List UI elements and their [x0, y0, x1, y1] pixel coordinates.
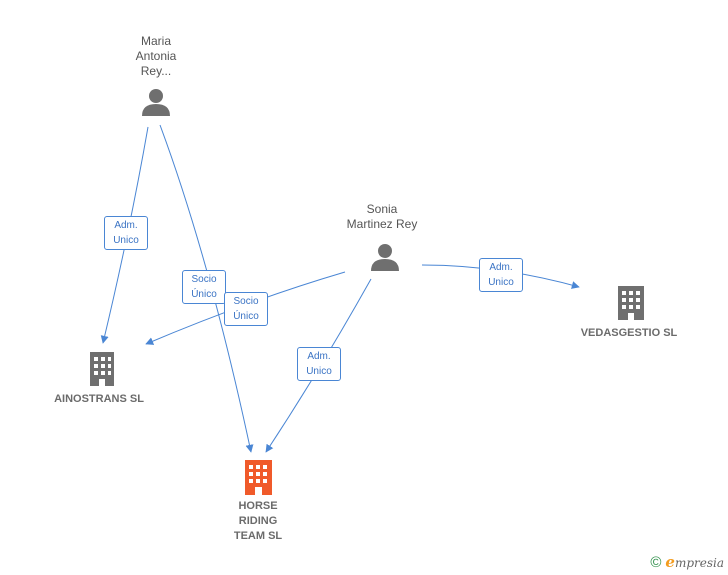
copyright-icon: ©: [650, 553, 662, 571]
edge-label-sonia-ainostrans: Socio Único: [224, 292, 268, 326]
edge-label-maria-horse: Socio Único: [182, 270, 226, 304]
footer-brand: © empresia: [650, 553, 724, 571]
building-icon[interactable]: [618, 286, 644, 320]
person-label-sonia[interactable]: Sonia Martinez Rey: [346, 202, 418, 231]
company-label-vedasgestio[interactable]: VEDASGESTIO SL: [580, 327, 678, 339]
person-icon[interactable]: [371, 244, 399, 271]
building-icon[interactable]: [245, 460, 272, 495]
person-label-maria[interactable]: Maria Antonia Rey...: [135, 34, 177, 78]
company-label-horse[interactable]: HORSE RIDING TEAM SL: [233, 500, 283, 542]
edge-label-sonia-horse: Adm. Unico: [297, 347, 341, 381]
edge-label-maria-ainostrans: Adm. Unico: [104, 216, 148, 250]
person-icon[interactable]: [142, 89, 170, 116]
edge-label-sonia-vedasgestio: Adm. Unico: [479, 258, 523, 292]
building-icon[interactable]: [90, 352, 114, 386]
brand-logo: empresia: [665, 553, 724, 571]
company-label-ainostrans[interactable]: AINOSTRANS SL: [54, 393, 144, 405]
